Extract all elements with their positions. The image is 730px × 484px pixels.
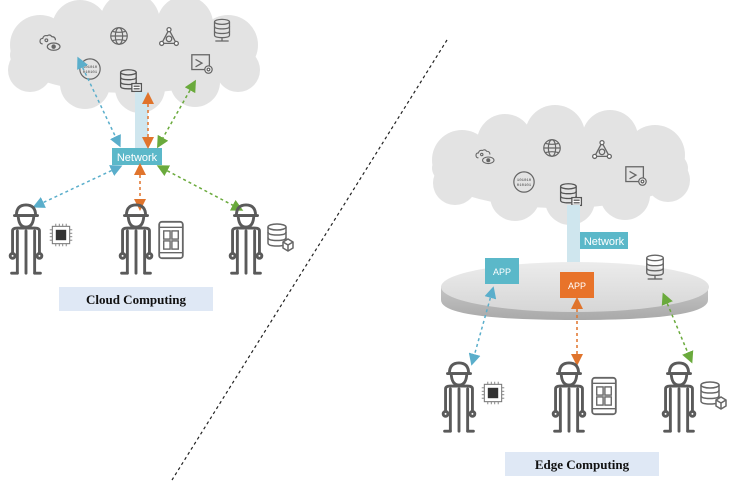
binary-text-edge-1: 101010 bbox=[517, 179, 532, 183]
network-label-right: Network bbox=[584, 236, 625, 248]
user-figure-1-right bbox=[441, 361, 477, 433]
app-box-orange: APP bbox=[560, 272, 594, 298]
network-box-left: Network bbox=[112, 148, 162, 165]
section-divider-line bbox=[171, 39, 448, 481]
chip-device-icon-right bbox=[481, 381, 505, 405]
network-label-left: Network bbox=[117, 152, 158, 164]
tablet-device-icon-left bbox=[158, 220, 184, 260]
edge-computing-section: 101010 010101 Network APP APP bbox=[432, 105, 727, 476]
user-figure-2-right bbox=[551, 361, 587, 433]
cloud-shape-right bbox=[432, 105, 690, 225]
binary-text-edge-2: 010101 bbox=[517, 184, 532, 188]
user-figure-3-right bbox=[661, 361, 697, 433]
app-label-teal: APP bbox=[493, 267, 511, 277]
chip-device-icon-left bbox=[49, 223, 73, 247]
user-figure-2-left bbox=[118, 203, 154, 275]
app-label-orange: APP bbox=[568, 281, 586, 291]
binary-globe-icon-edge: 101010 010101 bbox=[513, 171, 535, 193]
edge-computing-caption-text: Edge Computing bbox=[535, 457, 630, 472]
app-box-teal: APP bbox=[485, 258, 519, 284]
cloud-shape-left bbox=[8, 0, 260, 113]
arrow-server-to-user3-green bbox=[661, 292, 694, 364]
user-figure-3-left bbox=[228, 203, 264, 275]
network-box-right: Network bbox=[580, 232, 628, 249]
user-figure-1-left bbox=[8, 203, 44, 275]
arrow-cloud-to-network-green bbox=[157, 79, 196, 149]
arrow-network-to-user1-blue bbox=[32, 165, 123, 208]
database-box-icon-right bbox=[700, 381, 727, 410]
arrow-cloud-to-network-blue bbox=[77, 56, 121, 148]
edge-computing-caption: Edge Computing bbox=[505, 452, 659, 476]
database-box-icon-left bbox=[267, 223, 294, 252]
cloud-computing-caption: Cloud Computing bbox=[59, 287, 213, 311]
arrow-network-to-user3-green bbox=[156, 165, 244, 211]
network-pipe-edge bbox=[567, 205, 580, 270]
tablet-device-icon-right bbox=[591, 376, 617, 416]
cloud-computing-section: 101010 010101 Network Cloud Computing bbox=[8, 0, 294, 311]
binary-text-1: 101010 bbox=[83, 66, 98, 70]
network-pipe bbox=[135, 92, 148, 148]
cloud-computing-caption-text: Cloud Computing bbox=[86, 292, 187, 307]
